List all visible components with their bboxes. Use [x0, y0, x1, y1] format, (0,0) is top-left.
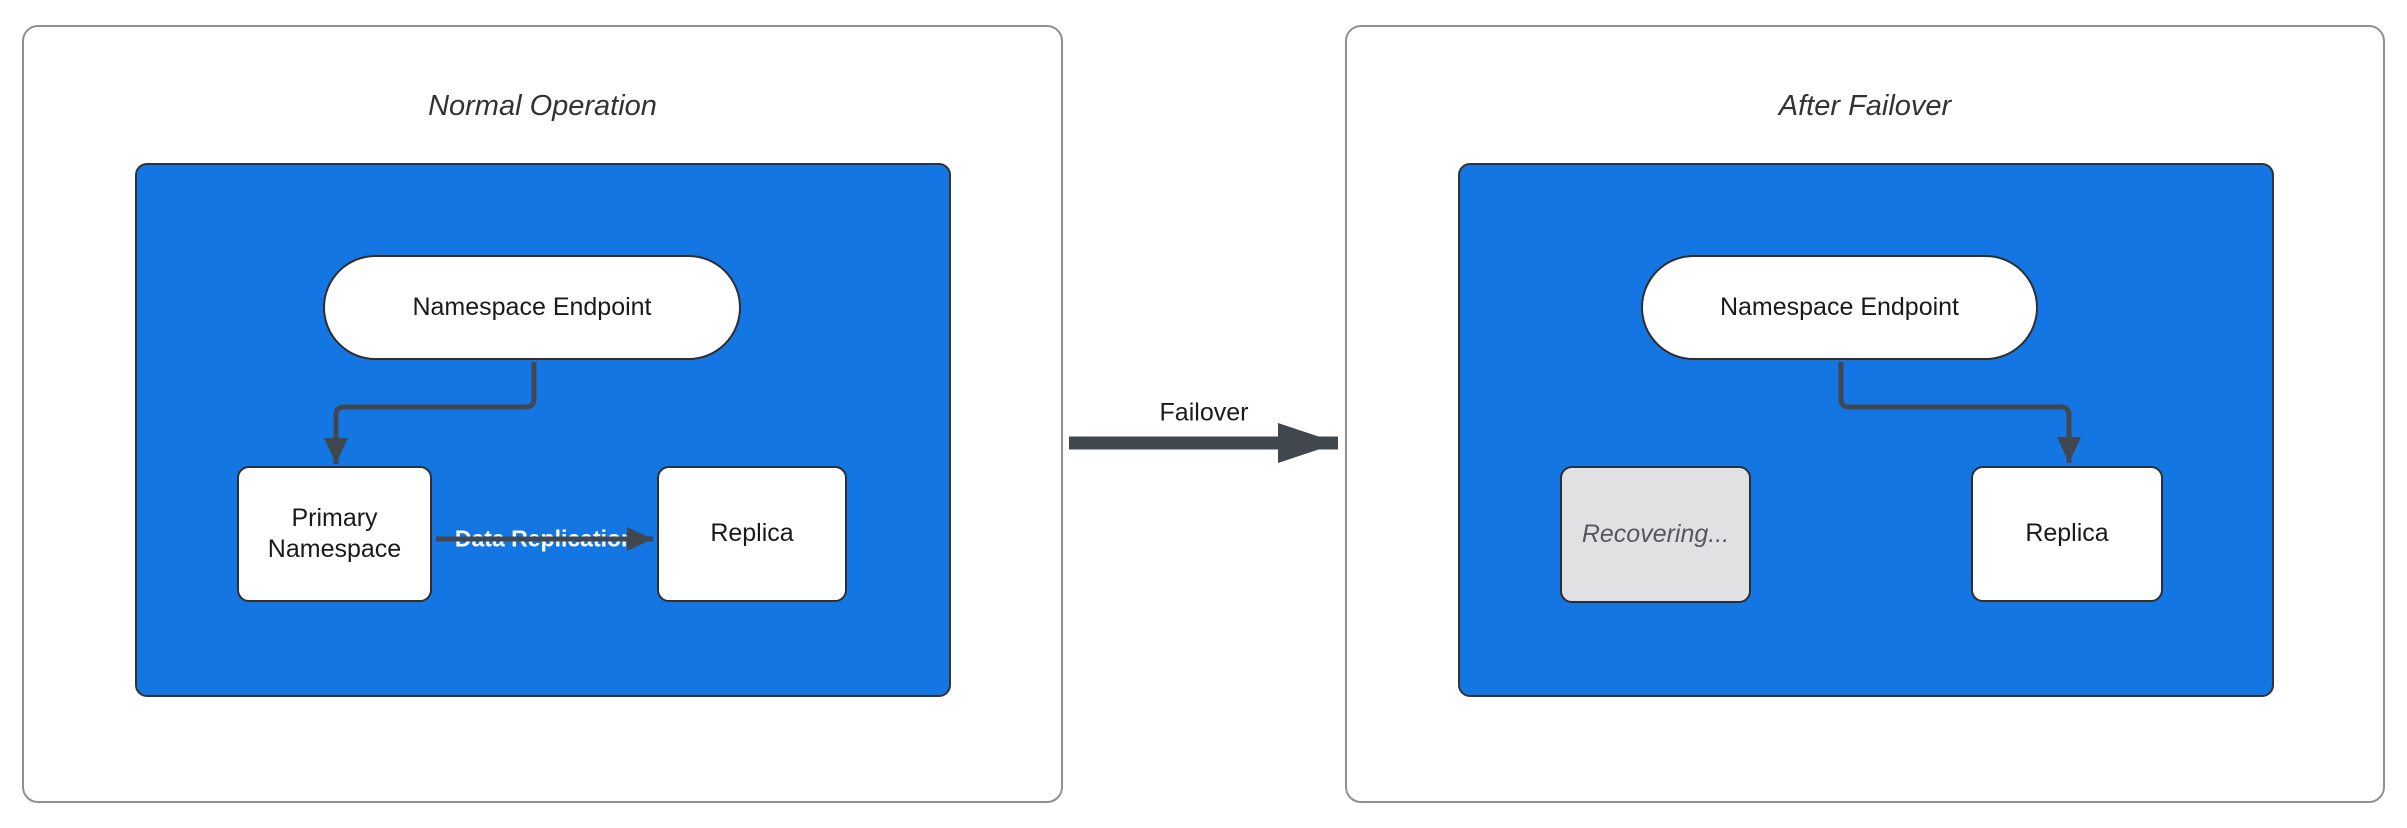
panel-normal-operation: Normal Operation Namespace Endpoint Prim… [22, 25, 1063, 803]
namespace-endpoint-pill: Namespace Endpoint [1641, 255, 2038, 360]
primary-namespace-label: Primary Namespace [267, 503, 402, 563]
data-replication-label: Data Replication [448, 522, 642, 556]
replica-label: Replica [2025, 519, 2109, 548]
recovering-node: Recovering... [1560, 466, 1751, 603]
panel-title: Normal Operation [428, 90, 657, 122]
panel-title: After Failover [1778, 90, 1952, 122]
namespace-endpoint-label: Namespace Endpoint [412, 292, 652, 321]
namespace-endpoint-label: Namespace Endpoint [1719, 292, 1960, 321]
panel-after-failover: After Failover Namespace Endpoint Recove… [1345, 25, 2385, 803]
namespace-cluster: Namespace Endpoint Recovering... Replica [1458, 163, 2274, 697]
namespace-cluster: Namespace Endpoint Primary Namespace Rep… [135, 163, 951, 697]
primary-namespace-node: Primary Namespace [237, 466, 432, 602]
replica-node: Replica [1971, 466, 2163, 602]
recovering-label: Recovering... [1581, 519, 1730, 548]
replica-label: Replica [710, 519, 794, 548]
namespace-endpoint-pill: Namespace Endpoint [323, 255, 741, 360]
failover-label: Failover [1153, 398, 1255, 428]
replica-node: Replica [657, 466, 847, 602]
